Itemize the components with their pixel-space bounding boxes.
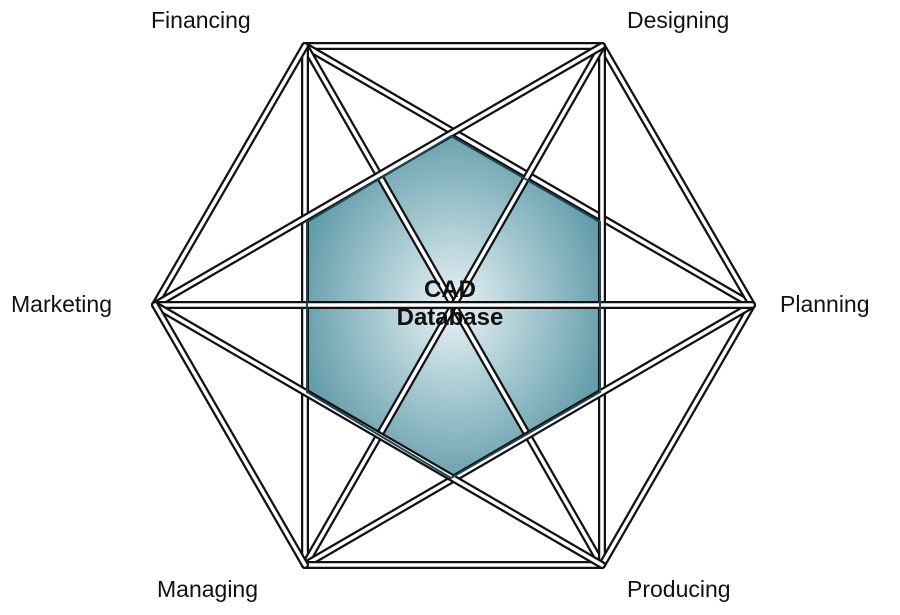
edge-planning-managing [301,301,756,569]
node-label-producing: Producing [627,576,731,602]
center-label-line1: CAD [424,276,476,303]
center-label: CAD Database [370,276,530,332]
edge-core [600,44,754,307]
node-label-planning: Planning [780,291,870,317]
node-label-managing: Managing [157,576,259,602]
edge-core [153,44,604,307]
edge-planning-producing [598,301,756,569]
hub-border [306,134,601,480]
edge-core [153,44,307,307]
node-label-marketing: Marketing [11,291,112,317]
edge-managing-marketing [151,301,309,569]
edge-designing-marketing [151,42,606,309]
connection-lines [151,42,756,569]
node-label-financing: Financing [151,7,251,33]
edge-financing-marketing [151,42,309,309]
edge-core [303,303,754,567]
edge-core [600,303,754,567]
node-label-designing: Designing [627,7,730,33]
edge-core [153,303,307,567]
edge-designing-planning [598,42,756,309]
center-label-line2: Database [396,304,504,331]
